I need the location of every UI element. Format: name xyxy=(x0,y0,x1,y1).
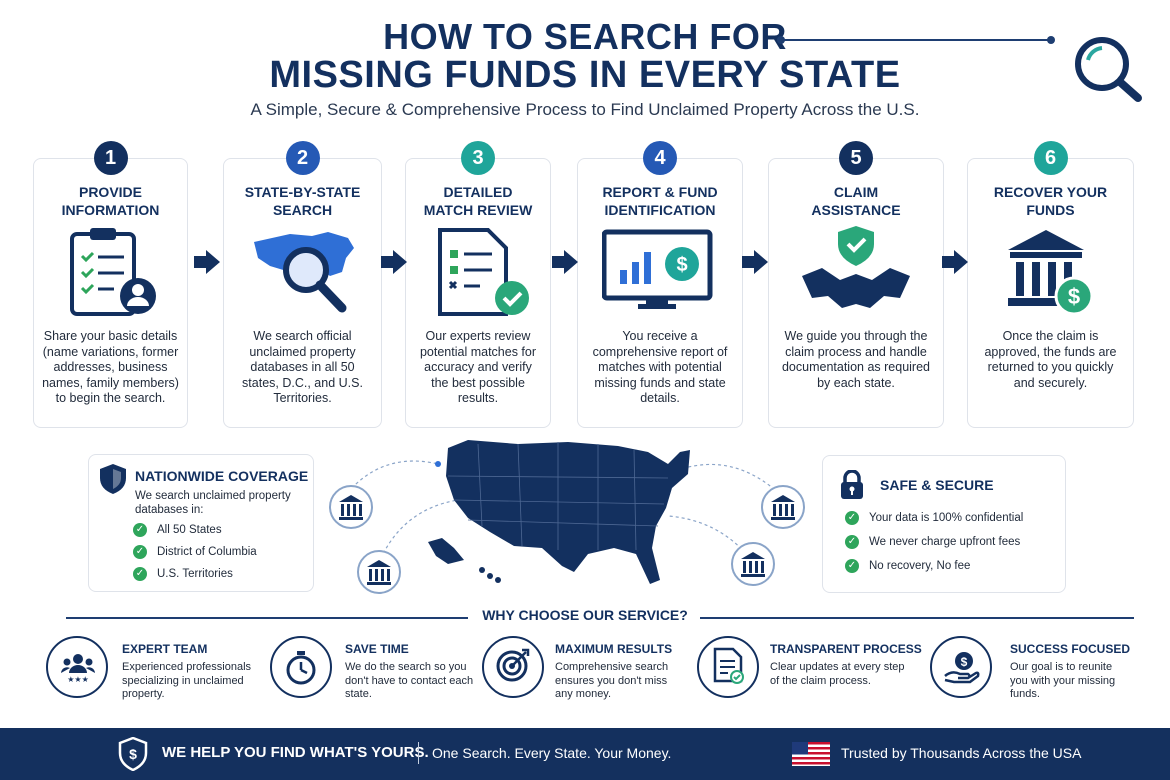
footer-tagline: WE HELP YOU FIND WHAT'S YOURS. xyxy=(162,744,429,761)
arrow-right-icon xyxy=(552,250,578,274)
coverage-item: ✓U.S. Territories xyxy=(133,567,233,581)
feature-description: Our goal is to reunite you with your mis… xyxy=(1010,661,1116,700)
secure-item: ✓No recovery, No fee xyxy=(845,559,970,573)
check-icon: ✓ xyxy=(845,559,859,573)
coverage-intro: We search unclaimed property databases i… xyxy=(135,490,291,516)
coverage-item: ✓District of Columbia xyxy=(133,545,257,559)
bank-icon xyxy=(329,485,373,529)
arrow-right-icon xyxy=(742,250,768,274)
secure-panel: SAFE & SECURE ✓Your data is 100% confide… xyxy=(822,455,1066,593)
step-number: 3 xyxy=(461,141,495,175)
feature-icon-circle xyxy=(930,636,992,698)
feature-title: SAVE TIME xyxy=(345,642,409,656)
footer-slogan: One Search. Every State. Your Money. xyxy=(432,745,672,761)
step-number: 5 xyxy=(839,141,873,175)
check-icon: ✓ xyxy=(133,545,147,559)
handshake-shield-icon xyxy=(802,226,910,308)
step-description: You receive a comprehensive report of ma… xyxy=(592,329,728,405)
why-divider-left xyxy=(66,617,468,619)
step-number: 4 xyxy=(643,141,677,175)
bank-icon xyxy=(731,542,775,586)
magnifier-icon xyxy=(1075,37,1142,102)
feature-icon-circle xyxy=(270,636,332,698)
page-title-line-1: HOW TO SEARCH FOR xyxy=(383,16,787,57)
us-flag-icon xyxy=(792,742,830,766)
feature-description: Clear updates at every step of the claim… xyxy=(770,661,905,687)
svg-text:$: $ xyxy=(1068,284,1080,309)
svg-text:$: $ xyxy=(961,655,968,669)
footer-separator xyxy=(418,742,419,764)
arrow-right-icon xyxy=(381,250,407,274)
step-number: 6 xyxy=(1033,141,1068,175)
step-title: DETAILED MATCH REVIEW xyxy=(423,184,533,218)
secure-item: ✓Your data is 100% confidential xyxy=(845,511,1023,525)
padlock-icon xyxy=(841,470,863,499)
coverage-item: ✓All 50 States xyxy=(133,523,222,537)
secure-item: ✓We never charge upfront fees xyxy=(845,535,1020,549)
target-icon xyxy=(496,648,530,682)
feature-icon-circle xyxy=(697,636,759,698)
svg-text:$: $ xyxy=(676,254,687,276)
feature-title: EXPERT TEAM xyxy=(122,642,208,656)
feature-description: We do the search so you don't have to co… xyxy=(345,661,474,700)
why-title: WHY CHOOSE OUR SERVICE? xyxy=(482,607,688,623)
bank-money-icon: $ xyxy=(1008,230,1094,316)
check-icon: ✓ xyxy=(845,535,859,549)
step-description: Our experts review potential matches for… xyxy=(419,329,537,405)
step-description: Share your basic details (name variation… xyxy=(42,329,179,405)
feature-icon-circle xyxy=(46,636,108,698)
step-description: Once the claim is approved, the funds ar… xyxy=(984,329,1117,390)
document-check-icon xyxy=(438,228,529,316)
feature-icon-circle xyxy=(482,636,544,698)
bank-icon xyxy=(357,550,401,594)
step-title: CLAIM ASSISTANCE xyxy=(811,184,901,218)
footer-banner: $ WE HELP YOU FIND WHAT'S YOURS. One Sea… xyxy=(0,728,1170,780)
svg-text:★★★: ★★★ xyxy=(67,675,89,683)
step-number: 1 xyxy=(93,141,128,175)
arrow-right-icon xyxy=(942,250,968,274)
stopwatch-icon xyxy=(286,651,316,685)
footer-trust: Trusted by Thousands Across the USA xyxy=(841,745,1082,761)
page-subtitle: A Simple, Secure & Comprehensive Process… xyxy=(250,100,920,119)
shield-icon xyxy=(100,464,126,494)
step-number: 2 xyxy=(285,141,320,175)
document-check-icon xyxy=(713,647,744,684)
monitor-chart-icon: $ xyxy=(602,229,713,309)
step-title: REPORT & FUND IDENTIFICATION xyxy=(602,184,718,218)
check-icon: ✓ xyxy=(133,567,147,581)
arrow-right-icon xyxy=(194,250,220,274)
feature-description: Experienced professionals specializing i… xyxy=(122,661,252,700)
step-description: We guide you through the claim process a… xyxy=(781,329,930,390)
coverage-title: NATIONWIDE COVERAGE xyxy=(135,468,309,484)
check-icon: ✓ xyxy=(133,523,147,537)
us-map-search-icon xyxy=(254,232,354,313)
check-icon: ✓ xyxy=(845,511,859,525)
title-divider xyxy=(777,36,1055,44)
feature-title: MAXIMUM RESULTS xyxy=(555,642,673,656)
secure-title: SAFE & SECURE xyxy=(880,477,994,493)
hand-money-icon: $ xyxy=(944,652,980,684)
feature-title: TRANSPARENT PROCESS xyxy=(770,642,922,656)
bank-icon xyxy=(761,485,805,529)
feature-description: Comprehensive search ensures you don't m… xyxy=(555,661,669,700)
step-title: PROVIDE INFORMATION xyxy=(61,184,160,218)
feature-title: SUCCESS FOCUSED xyxy=(1010,642,1131,656)
step-description: We search official unclaimed property da… xyxy=(242,329,363,405)
shield-dollar-icon: $ xyxy=(118,737,148,771)
svg-text:$: $ xyxy=(129,746,137,762)
team-icon: ★★★ xyxy=(61,654,95,683)
why-divider-right xyxy=(700,617,1134,619)
coverage-panel: NATIONWIDE COVERAGE We search unclaimed … xyxy=(88,454,314,592)
step-title: RECOVER YOUR FUNDS xyxy=(993,184,1108,218)
step-title: STATE-BY-STATE SEARCH xyxy=(244,184,361,218)
page-title-line-2: MISSING FUNDS IN EVERY STATE xyxy=(269,54,901,96)
clipboard-user-icon xyxy=(70,228,156,316)
